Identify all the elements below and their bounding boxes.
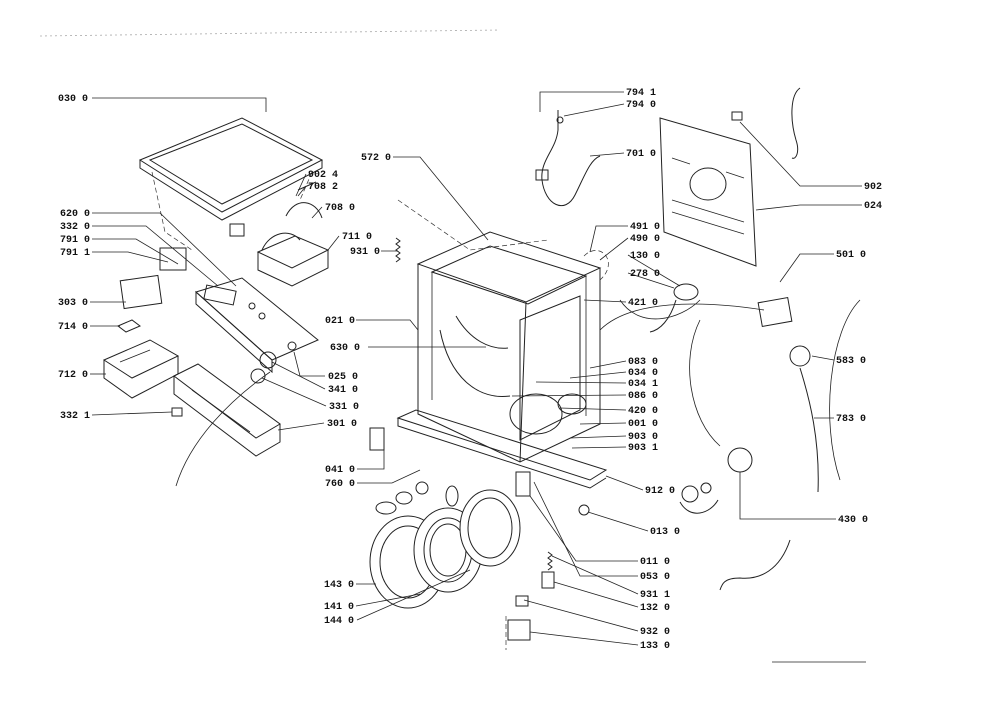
drain-hose: [719, 539, 791, 591]
label-701-0: 701 0: [626, 149, 656, 160]
label-491-0: 491 0: [630, 222, 660, 233]
label-794-0: 794 0: [626, 100, 656, 111]
part-labels: 030 0 572 0 902 4 708 2 708 0 620 0 332 …: [58, 88, 882, 652]
front-panel: [173, 363, 281, 457]
detergent-drawer: [102, 339, 180, 399]
label-053-0: 053 0: [640, 572, 670, 583]
label-025-0: 025 0: [328, 372, 358, 383]
label-301-0: 301 0: [327, 419, 357, 430]
vent-hose: [261, 232, 301, 251]
spring-931-1: [547, 551, 553, 571]
top-lid: [138, 117, 324, 251]
label-144-0: 144 0: [324, 616, 354, 627]
label-902-4: 902 4: [308, 170, 338, 181]
label-341-0: 341 0: [328, 385, 358, 396]
label-332-0: 332 0: [60, 222, 90, 233]
label-912-0: 912 0: [645, 486, 675, 497]
header-rule: [39, 29, 501, 37]
label-620-0: 620 0: [60, 209, 90, 220]
label-760-0: 760 0: [325, 479, 355, 490]
foot-011: [515, 471, 531, 497]
label-572-0: 572 0: [361, 153, 391, 164]
label-791-0: 791 0: [60, 235, 90, 246]
part-132: [541, 571, 555, 589]
label-030-0: 030 0: [58, 94, 88, 105]
label-490-0: 490 0: [630, 234, 660, 245]
label-013-0: 013 0: [650, 527, 680, 538]
assembly-guides: [175, 199, 861, 487]
label-501-0: 501 0: [836, 250, 866, 261]
label-331-0: 331 0: [329, 402, 359, 413]
back-panel: [659, 117, 757, 267]
label-083-0: 083 0: [628, 357, 658, 368]
label-143-0: 143 0: [324, 580, 354, 591]
lock-parts-760: [375, 481, 459, 515]
cabinet-frame: [416, 231, 602, 463]
door-lock: [505, 595, 531, 650]
label-278-0: 278 0: [630, 269, 660, 280]
label-903-1: 903 1: [628, 443, 658, 454]
label-708-0: 708 0: [325, 203, 355, 214]
label-783-0: 783 0: [836, 414, 866, 425]
label-430-0: 430 0: [838, 515, 868, 526]
label-714-0: 714 0: [58, 322, 88, 333]
drain-hose-902: [791, 87, 801, 159]
label-931-1: 931 1: [640, 590, 670, 601]
door-assembly: [369, 489, 521, 609]
label-902: 902: [864, 182, 882, 193]
label-132-0: 132 0: [640, 603, 670, 614]
label-034-0: 034 0: [628, 368, 658, 379]
control-panel: [119, 247, 319, 374]
label-708-2: 708 2: [308, 182, 338, 193]
spring-931: [395, 237, 401, 263]
label-630-0: 630 0: [330, 343, 360, 354]
label-011-0: 011 0: [640, 557, 670, 568]
label-034-1: 034 1: [628, 379, 658, 390]
label-021-0: 021 0: [325, 316, 355, 327]
hinge-041: [369, 427, 385, 451]
label-903-0: 903 0: [628, 432, 658, 443]
toe-panel: [396, 409, 608, 489]
clamp-902: [731, 111, 743, 121]
knob-341: [259, 351, 277, 369]
part-013: [578, 504, 590, 516]
label-024: 024: [864, 201, 882, 212]
drain-pump: [679, 447, 753, 514]
module-501: [757, 296, 793, 328]
leader-lines: [90, 91, 862, 646]
label-001-0: 001 0: [628, 419, 658, 430]
label-712-0: 712 0: [58, 370, 88, 381]
label-133-0: 133 0: [640, 641, 670, 652]
label-130-0: 130 0: [630, 251, 660, 262]
pressure-switch-583: [789, 345, 811, 367]
label-420-0: 420 0: [628, 406, 658, 417]
label-932-0: 932 0: [640, 627, 670, 638]
pressure-hose-783: [799, 367, 819, 493]
label-332-1: 332 1: [60, 411, 90, 422]
label-141-0: 141 0: [324, 602, 354, 613]
label-931-0: 931 0: [350, 247, 380, 258]
label-791-1: 791 1: [60, 248, 90, 259]
part-714: [117, 319, 141, 333]
label-794-1: 794 1: [626, 88, 656, 99]
label-303-0: 303 0: [58, 298, 88, 309]
label-711-0: 711 0: [342, 232, 372, 243]
inlet-hose: [535, 110, 601, 207]
label-583-0: 583 0: [836, 356, 866, 367]
label-086-0: 086 0: [628, 391, 658, 402]
clip-332-1: [171, 407, 183, 417]
tub-parts: [509, 393, 587, 435]
label-421-0: 421 0: [628, 298, 658, 309]
label-041-0: 041 0: [325, 465, 355, 476]
